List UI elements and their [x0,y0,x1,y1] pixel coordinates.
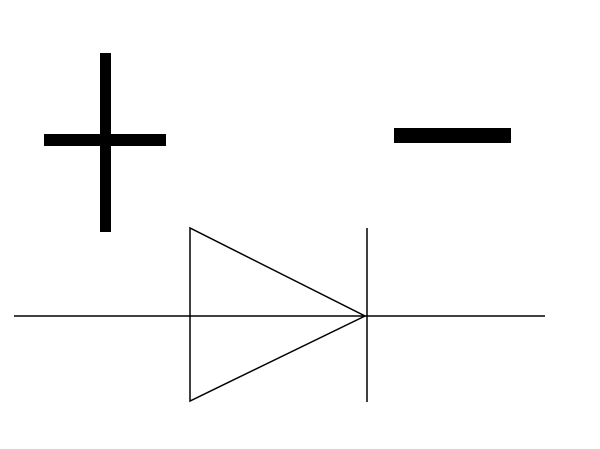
diode-triangle [189,226,367,403]
minus-horizontal-bar [394,128,511,143]
plus-horizontal-bar [44,134,166,146]
plus-icon [44,53,166,232]
minus-icon [394,128,511,143]
diode-symbol [14,226,545,403]
